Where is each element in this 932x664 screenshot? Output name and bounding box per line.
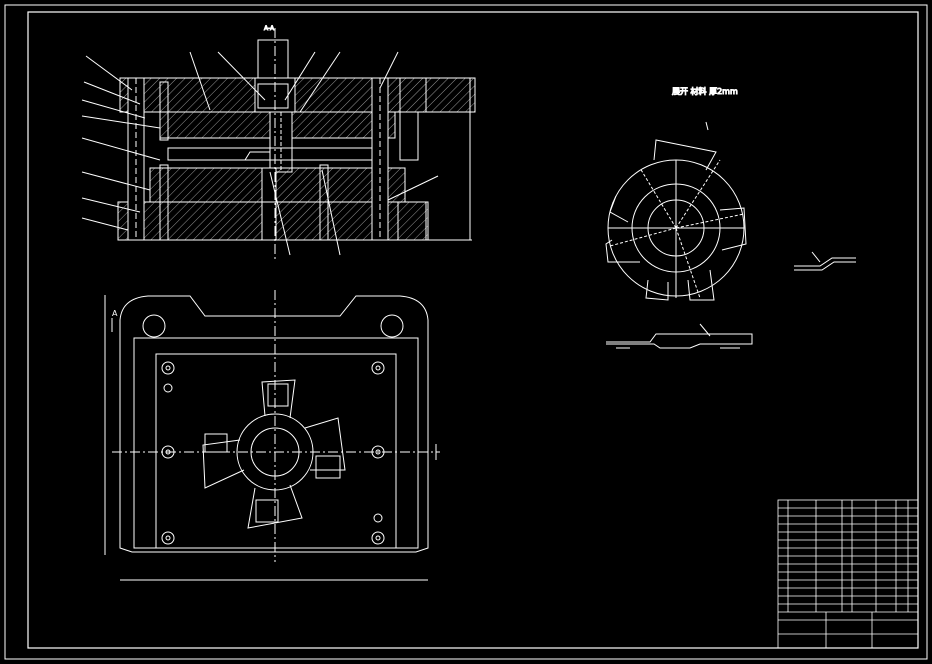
section-view: A-A bbox=[81, 25, 476, 262]
developed-view-label: 展开 材料 厚2mm bbox=[672, 86, 738, 96]
plan-view bbox=[104, 290, 440, 581]
side-profile bbox=[794, 251, 856, 271]
view-a-label: A bbox=[112, 309, 118, 318]
inner-frame bbox=[27, 11, 919, 649]
developed-blank-view: 展开 材料 厚2mm bbox=[605, 86, 747, 301]
outer-frame bbox=[4, 4, 928, 660]
section-label: A-A bbox=[264, 25, 275, 32]
formed-part-section bbox=[606, 323, 753, 349]
parts-list-table bbox=[777, 499, 919, 649]
